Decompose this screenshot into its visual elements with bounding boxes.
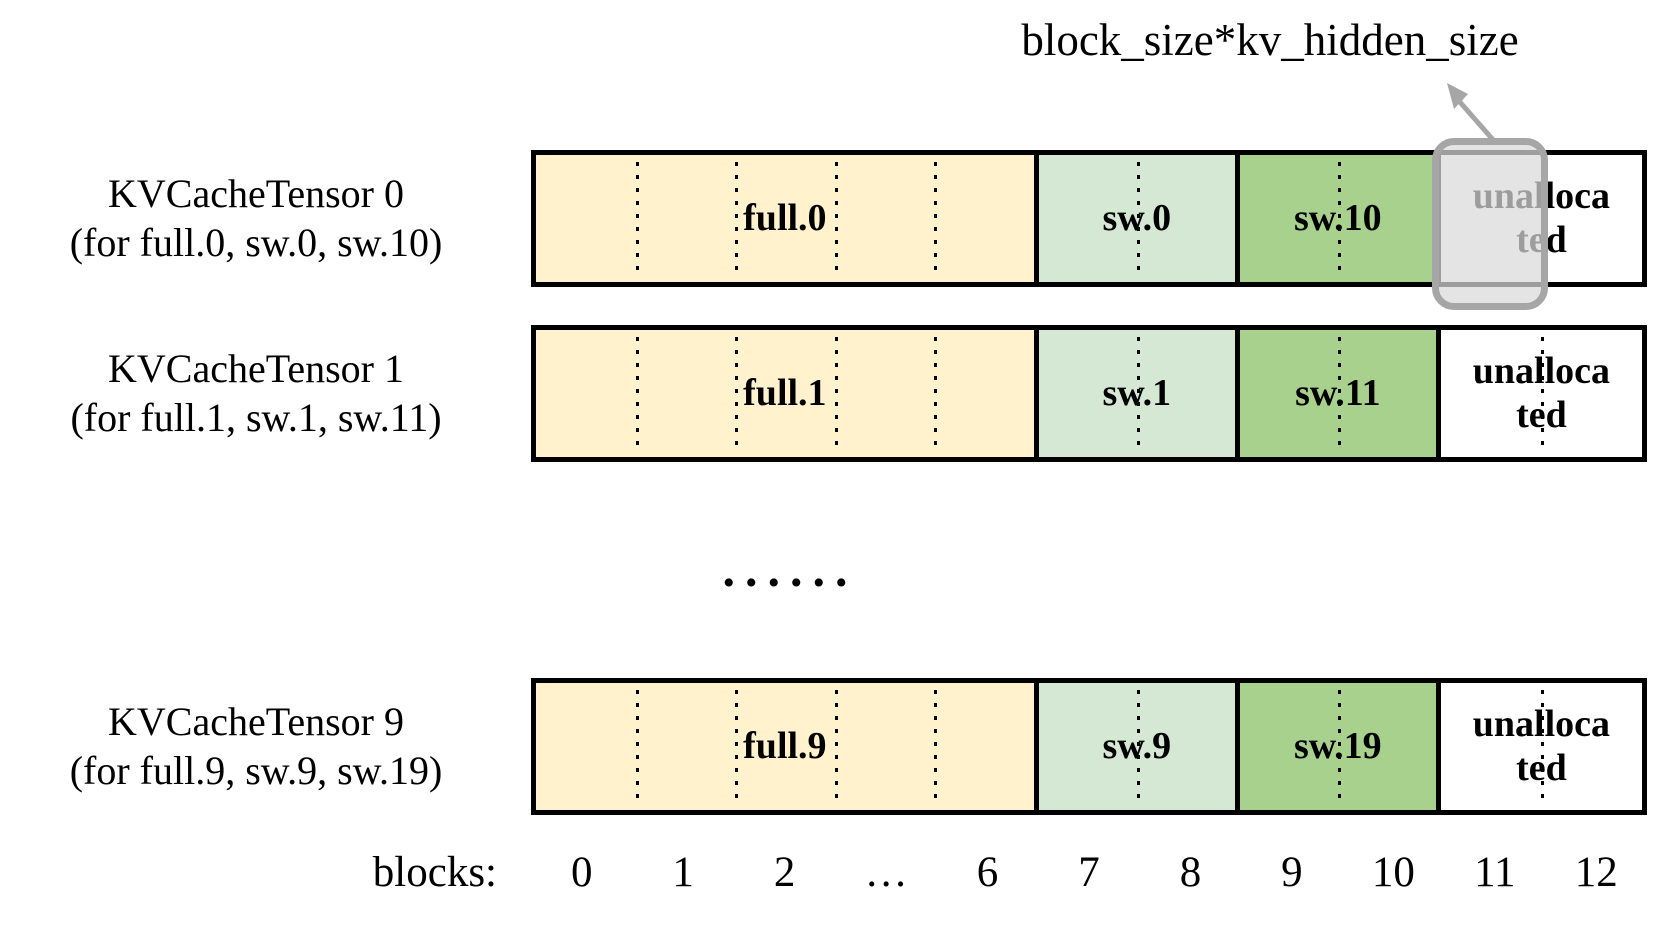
tensor-9-label: KVCacheTensor 9 (for full.9, sw.9, sw.19… [15,678,497,815]
block-divider [934,690,938,803]
block-divider [635,690,639,803]
tensor-0-sw-b-segment: sw.10 [1239,155,1441,282]
tensor-0-sw-b-label: sw.10 [1294,196,1382,239]
unallocated-line-1: unalloca [1472,349,1611,392]
axis-tick-ellipsis: … [864,849,908,896]
tensor-1-unallocated-label: unalloca ted [1473,350,1610,437]
block-divider [735,690,739,803]
axis-tick-1: 1 [672,849,694,896]
axis-tick-11: 11 [1474,849,1516,896]
blocks-axis: 0 1 2 … 6 7 8 9 10 11 12 [531,848,1647,908]
tensor-1-sw-a-label: sw.1 [1102,371,1172,414]
block-divider [1136,337,1140,450]
block-divider [934,162,938,275]
block-divider [1136,690,1140,803]
axis-tick-12: 12 [1574,849,1618,896]
tensor-9-sw-a-label: sw.9 [1102,724,1172,767]
tensor-0-label: KVCacheTensor 0 (for full.0, sw.0, sw.10… [15,150,497,287]
axis-tick-2: 2 [773,849,796,896]
tensor-0-full-segment: full.0 [536,155,1039,282]
tensor-1-subtitle: (for full.1, sw.1, sw.11) [70,394,442,440]
block-divider [1541,690,1545,803]
block-divider [834,337,838,450]
tensor-row-0: KVCacheTensor 0 (for full.0, sw.0, sw.10… [0,150,1676,287]
tensor-0-subtitle: (for full.0, sw.0, sw.10) [69,219,443,265]
axis-tick-7: 7 [1078,849,1100,896]
tensor-9-bar: full.9 sw.9 sw.19 unalloca ted [531,678,1647,815]
tensor-1-unallocated-segment: unalloca ted [1440,330,1642,457]
tensor-9-sw-a-segment: sw.9 [1038,683,1240,810]
tensor-1-full-label: full.1 [743,371,827,414]
block-divider [1337,162,1341,275]
tensor-1-label: KVCacheTensor 1 (for full.1, sw.1, sw.11… [15,325,497,462]
tensor-1-sw-b-label: sw.11 [1295,371,1381,414]
highlighted-block-outline [1432,138,1548,310]
block-divider [1136,162,1140,275]
tensor-0-sw-a-segment: sw.0 [1038,155,1240,282]
block-divider [1337,690,1341,803]
tensor-9-unallocated-label: unalloca ted [1473,703,1610,790]
tensor-row-9: KVCacheTensor 9 (for full.9, sw.9, sw.19… [0,678,1676,815]
tensor-0-title: KVCacheTensor 0 [108,170,404,216]
tensor-1-bar: full.1 sw.1 sw.11 unalloca ted [531,325,1647,462]
block-divider [1541,337,1545,450]
unallocated-line-2: ted [1516,393,1567,436]
tensor-9-title: KVCacheTensor 9 [108,698,404,744]
axis-tick-10: 10 [1371,849,1415,896]
tensor-9-full-segment: full.9 [536,683,1039,810]
block-divider [735,162,739,275]
axis-tick-0: 0 [570,849,593,896]
block-divider [834,162,838,275]
tensor-1-title: KVCacheTensor 1 [108,345,404,391]
tensor-row-1: KVCacheTensor 1 (for full.1, sw.1, sw.11… [0,325,1676,462]
tensor-9-full-label: full.9 [743,724,827,767]
unallocated-line-1: unalloca [1472,702,1611,745]
tensor-0-sw-a-label: sw.0 [1102,196,1172,239]
blocks-axis-label: blocks: [372,849,497,896]
axis-tick-8: 8 [1179,849,1202,896]
block-divider [635,162,639,275]
tensor-9-subtitle: (for full.9, sw.9, sw.19) [69,747,443,793]
block-divider [934,337,938,450]
block-divider [1337,337,1341,450]
tensor-9-unallocated-segment: unalloca ted [1440,683,1642,810]
tensor-9-sw-b-segment: sw.19 [1239,683,1441,810]
annotation-arrow-icon [1447,83,1497,144]
tensor-1-full-segment: full.1 [536,330,1039,457]
axis-tick-6: 6 [976,849,999,896]
block-divider [834,690,838,803]
unallocated-line-2: ted [1516,746,1567,789]
block-divider [735,337,739,450]
tensor-1-sw-a-segment: sw.1 [1038,330,1240,457]
tensor-1-sw-b-segment: sw.11 [1239,330,1441,457]
block-divider [635,337,639,450]
block-size-annotation: block_size*kv_hidden_size [1021,15,1519,65]
axis-tick-9: 9 [1281,849,1303,896]
rows-ellipsis: ...... [722,541,858,597]
tensor-0-full-label: full.0 [743,196,827,239]
tensor-9-sw-b-label: sw.19 [1294,724,1382,767]
